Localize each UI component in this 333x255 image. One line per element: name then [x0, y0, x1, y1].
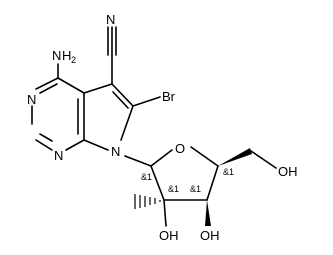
bond-c2prime-c1prime [150, 165, 165, 201]
bond-c2-n1-double [39, 133, 53, 142]
bond-c2prime-oh [163, 199, 167, 227]
pyrimidine-n1-label: N [54, 148, 63, 163]
stereo-c3prime-label: &1 [190, 184, 201, 194]
bond-c4a-c5 [83, 83, 113, 94]
bond-n1-c7a [65, 139, 85, 151]
bond-c6-br [132, 96, 161, 107]
hash-c2prime-methyl [134, 194, 161, 209]
wedge-c3prime-oh [205, 200, 211, 226]
oh-3prime-label: OH [200, 228, 220, 243]
stereo-c1prime-label: &1 [141, 172, 152, 182]
amine-n-label: N [52, 48, 61, 63]
bond-c5-c6-double [112, 91, 129, 109]
bond-ch2-oh [250, 150, 277, 169]
bond-n7-c7a [83, 139, 109, 151]
amine-sub-label: 2 [71, 55, 76, 65]
bond-c4-n3-double [39, 83, 58, 94]
oh-5prime-label: OH [278, 164, 298, 179]
nitrile-n-label: N [106, 12, 115, 27]
bond-c5-c6 [111, 83, 134, 107]
bromine-label: Br [162, 89, 176, 104]
wedge-c4prime-ch2 [218, 148, 252, 166]
oh-2prime-label: OH [159, 228, 179, 243]
bond-n7-c1prime [124, 155, 152, 167]
ring-oxygen-label: O [175, 141, 185, 156]
bond-c4-c4a [57, 77, 85, 94]
pyrrole-n7-label: N [111, 144, 120, 159]
bond-c4-n3 [35, 77, 59, 90]
bond-c4prime-c3prime [206, 165, 219, 201]
bond-c2-n1 [35, 139, 53, 151]
bond-c6-n7 [120, 105, 134, 141]
bond-o-c4prime [190, 146, 219, 167]
amine-h-label: H [62, 48, 71, 63]
bond-c1prime-o [150, 149, 173, 167]
pyrimidine-n3-label: N [27, 92, 36, 107]
stereo-c4prime-label: &1 [223, 167, 234, 177]
stereo-c2prime-label: &1 [168, 184, 179, 194]
